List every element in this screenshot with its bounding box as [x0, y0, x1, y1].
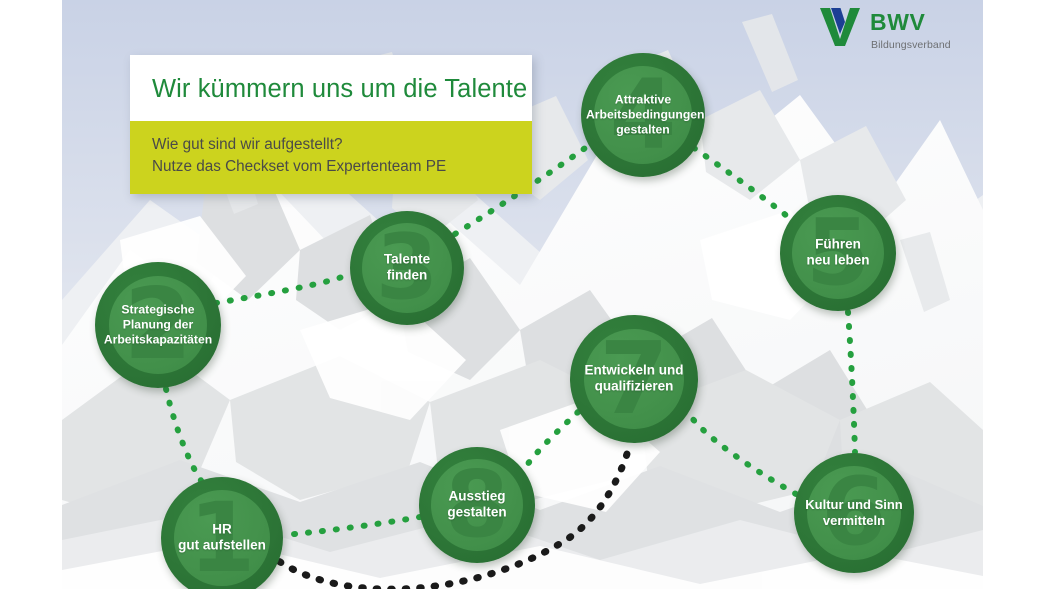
node-inner-disc: 7	[584, 329, 684, 429]
logo-tagline: Bildungsverband	[871, 39, 951, 51]
node-inner-disc: 6	[807, 466, 901, 560]
node-label-line-3: Arbeitskapazitäten	[103, 332, 213, 347]
node-inner-disc: 3	[362, 223, 452, 313]
node-number: 2	[123, 276, 193, 374]
subtitle-line-2: Nutze das Checkset vom Expertenteam PE	[152, 158, 447, 176]
node-number: 6	[821, 466, 887, 560]
node-label-line-2: gut aufstellen	[178, 538, 266, 553]
node-label-line-1: Entwickeln und	[584, 362, 684, 378]
node-inner-disc: 8	[431, 459, 523, 551]
node-label-line-2: vermitteln	[822, 513, 886, 528]
node-number: 4	[609, 66, 677, 164]
title-card-subtitle-band: Wie gut sind wir aufgestellt? Nutze das …	[130, 121, 532, 194]
node-label-line-2: Planung der	[122, 317, 194, 332]
node-number: 8	[444, 459, 509, 551]
connector-8-to-1	[281, 514, 423, 538]
page-title: Wir kümmern uns um die Talente	[152, 75, 528, 103]
node-label-line-2: Arbeitsbedingungen	[586, 107, 705, 122]
node-label-line-2: finden	[386, 268, 428, 283]
connector-4-to-5	[691, 145, 795, 223]
node-label-line-1: Kultur und Sinn	[805, 497, 903, 513]
node-number: 1	[188, 490, 256, 586]
node-label-line-3: gestalten	[616, 122, 670, 137]
subtitle-line-1: Wie gut sind wir aufgestellt?	[152, 136, 343, 154]
letterbox-right	[983, 0, 1046, 589]
node-inner-disc: 1	[174, 490, 270, 586]
node-inner-disc: 4	[594, 66, 692, 164]
title-card-head: Wir kümmern uns um die Talente	[130, 55, 532, 122]
connector-5-to-6	[845, 309, 858, 455]
connector-1-to-7-arc	[264, 440, 634, 589]
node-inner-disc: 5	[792, 207, 884, 299]
node-number: 3	[375, 223, 439, 313]
connector-2-to-1	[163, 386, 205, 485]
logo-brand-text: BWV	[870, 9, 926, 35]
node-label-line-1: Strategische	[121, 302, 195, 317]
title-card: Wir kümmern uns um die Talente Wie gut s…	[130, 55, 532, 194]
node-number: 7	[599, 329, 669, 429]
node-label-line-1: Attraktive	[614, 92, 672, 107]
node-label-line-1: Ausstieg	[448, 488, 506, 504]
bwv-v-logo-icon	[820, 8, 860, 46]
node-number: 5	[805, 207, 870, 299]
letterbox-left	[0, 0, 62, 589]
connector-layer	[163, 143, 858, 589]
node-label-line-2: gestalten	[447, 505, 507, 520]
node-label-line-1: Führen	[815, 236, 861, 252]
node-inner-disc: 2	[109, 276, 207, 374]
bwv-logo: BWV Bildungsverband	[818, 4, 968, 58]
node-label-line-1: HR	[212, 521, 232, 537]
node-label-line-1: Talente	[383, 251, 431, 267]
node-label-line-2: qualifizieren	[594, 379, 674, 394]
node-label-line-2: neu leben	[806, 253, 870, 268]
